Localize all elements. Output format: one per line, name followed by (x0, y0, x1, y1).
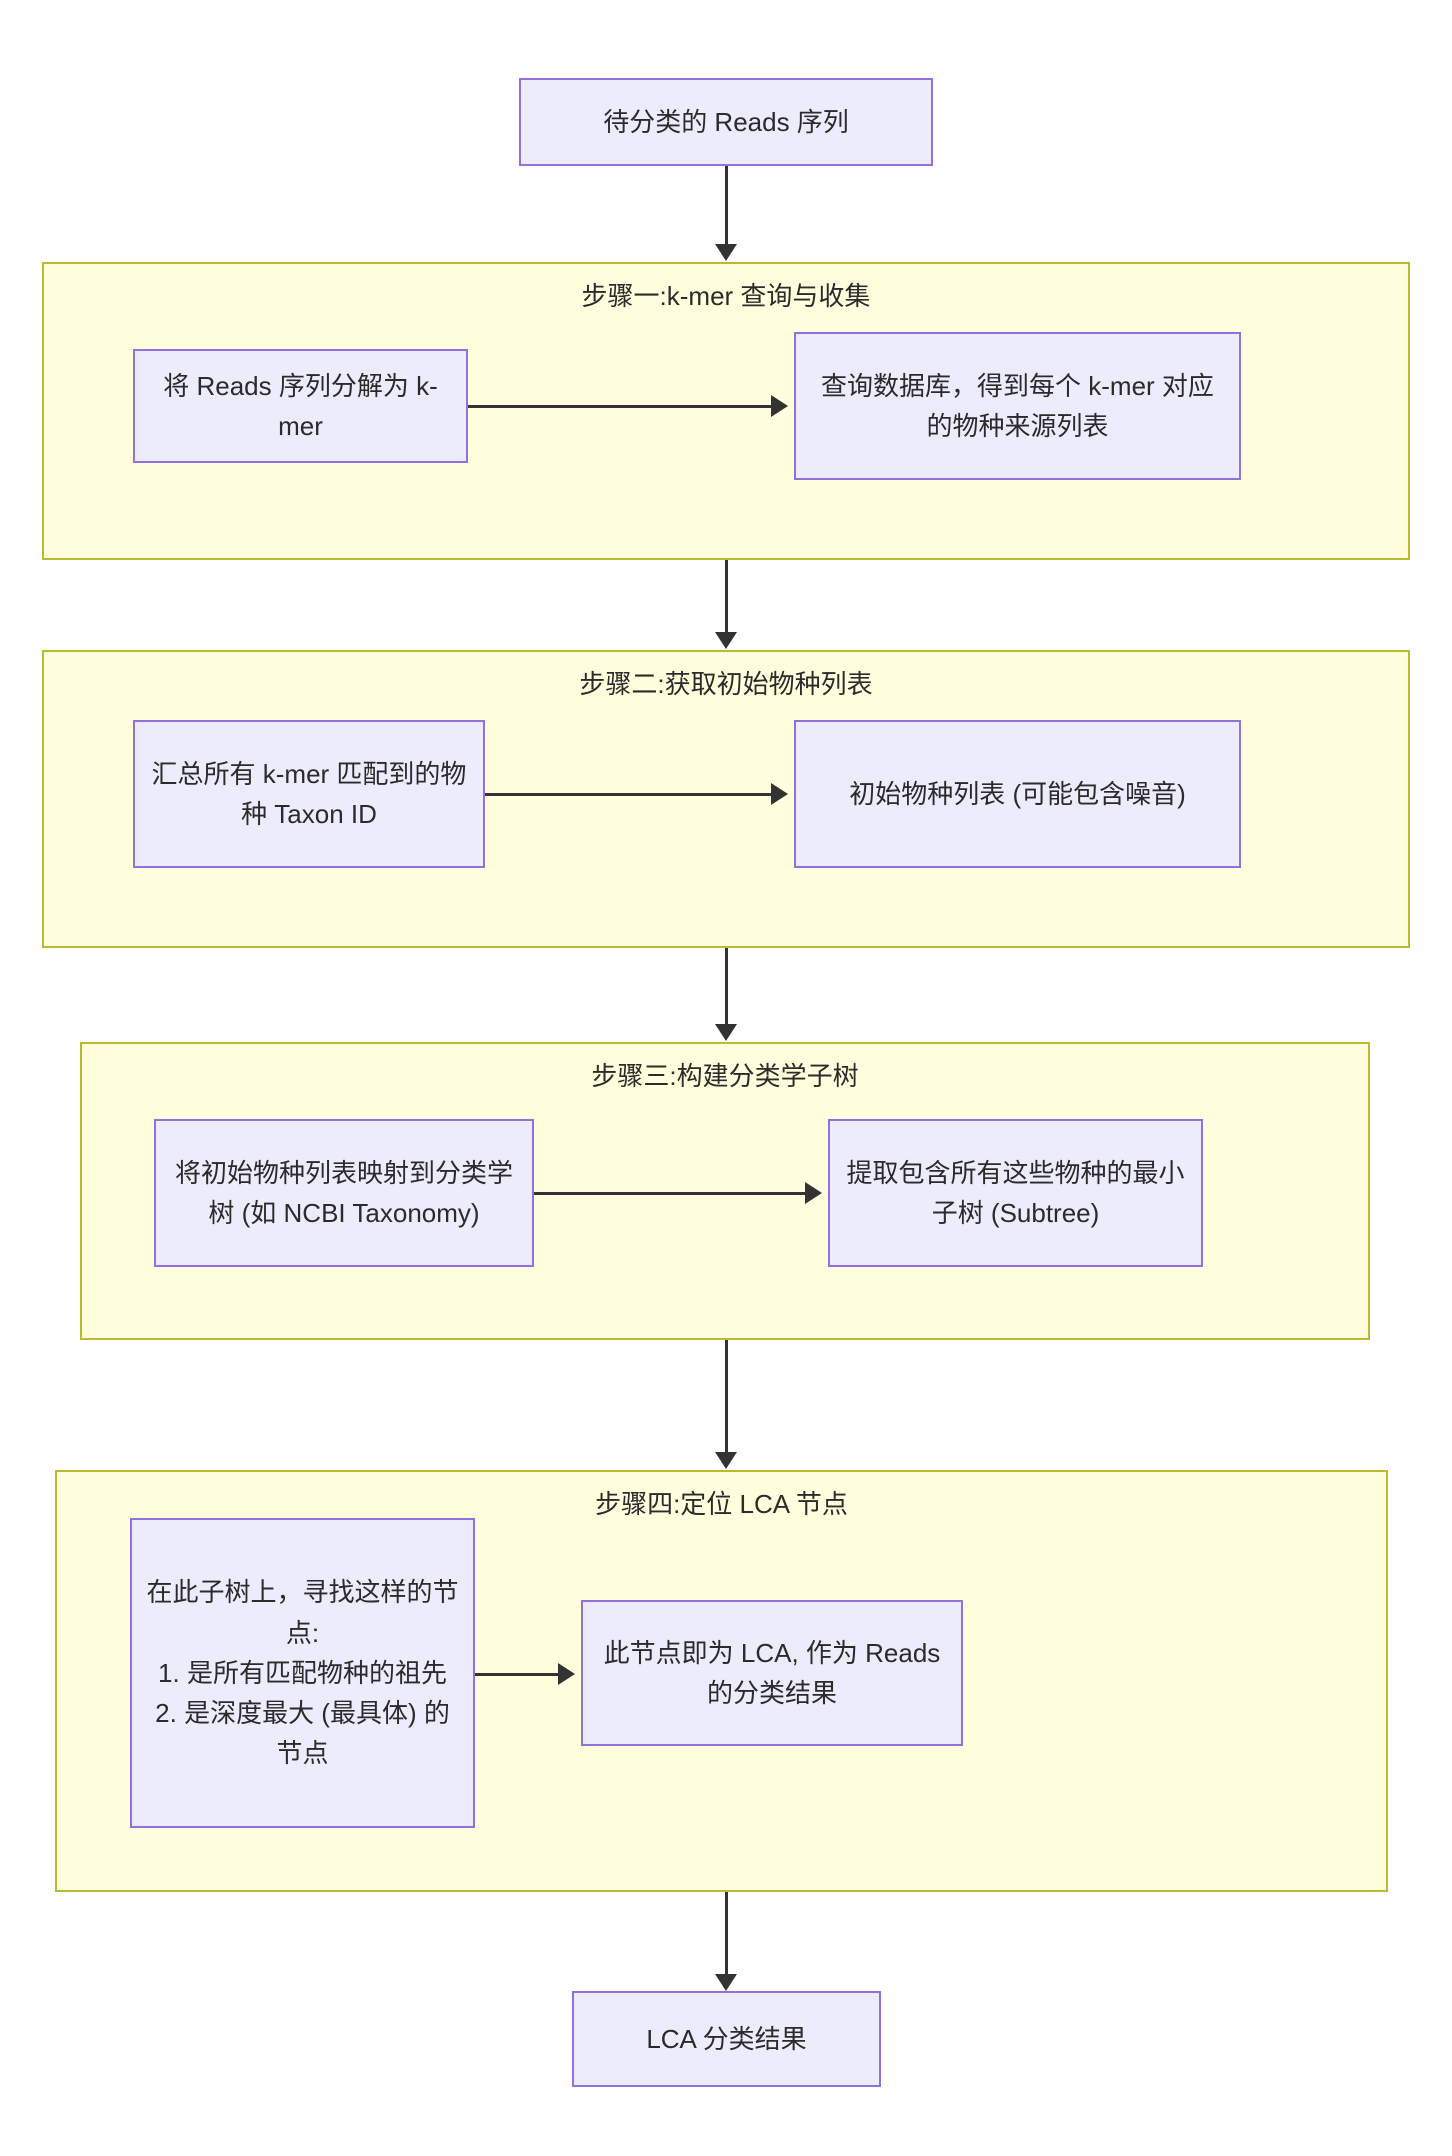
arrowhead-step2-n1-to-n2 (771, 783, 788, 805)
edge-step4-n1-to-n2 (475, 1673, 558, 1676)
edge-step1-to-step2 (725, 560, 728, 632)
node-step3-map-to-taxonomy[interactable]: 将初始物种列表映射到分类学树 (如 NCBI Taxonomy) (154, 1119, 534, 1267)
node-step2-initial-list[interactable]: 初始物种列表 (可能包含噪音) (794, 720, 1241, 868)
arrowhead-step1-n1-to-n2 (771, 395, 788, 417)
edge-step3-to-step4 (725, 1340, 728, 1452)
arrowhead-step3-to-step4 (715, 1452, 737, 1469)
group-step1-title: 步骤一:k-mer 查询与收集 (581, 281, 871, 311)
arrowhead-step2-to-step3 (715, 1024, 737, 1041)
node-step1-query-db[interactable]: 查询数据库，得到每个 k-mer 对应的物种来源列表 (794, 332, 1241, 480)
group-step3-title: 步骤三:构建分类学子树 (591, 1061, 859, 1091)
node-step1-split-kmer[interactable]: 将 Reads 序列分解为 k-mer (133, 349, 468, 463)
arrowhead-start-to-step1 (715, 244, 737, 261)
arrowhead-step3-n1-to-n2 (805, 1182, 822, 1204)
node-step4-find-lca-node[interactable]: 在此子树上，寻找这样的节点: 1. 是所有匹配物种的祖先 2. 是深度最大 (最… (130, 1518, 475, 1828)
node-end-lca-result[interactable]: LCA 分类结果 (572, 1991, 881, 2087)
edge-step3-n1-to-n2 (534, 1192, 805, 1195)
node-step3-extract-subtree[interactable]: 提取包含所有这些物种的最小子树 (Subtree) (828, 1119, 1203, 1267)
edge-start-to-step1 (725, 166, 728, 244)
arrowhead-step1-to-step2 (715, 632, 737, 649)
edge-step2-n1-to-n2 (485, 793, 771, 796)
group-step2-title: 步骤二:获取初始物种列表 (579, 669, 873, 699)
edge-step4-to-end (725, 1892, 728, 1974)
group-step4-title: 步骤四:定位 LCA 节点 (595, 1489, 848, 1519)
edge-step1-n1-to-n2 (468, 405, 771, 408)
arrowhead-step4-n1-to-n2 (558, 1663, 575, 1685)
node-step2-aggregate-taxon[interactable]: 汇总所有 k-mer 匹配到的物种 Taxon ID (133, 720, 485, 868)
node-start-reads[interactable]: 待分类的 Reads 序列 (519, 78, 933, 166)
node-step4-lca-result[interactable]: 此节点即为 LCA, 作为 Reads 的分类结果 (581, 1600, 963, 1746)
edge-step2-to-step3 (725, 948, 728, 1024)
arrowhead-step4-to-end (715, 1974, 737, 1991)
